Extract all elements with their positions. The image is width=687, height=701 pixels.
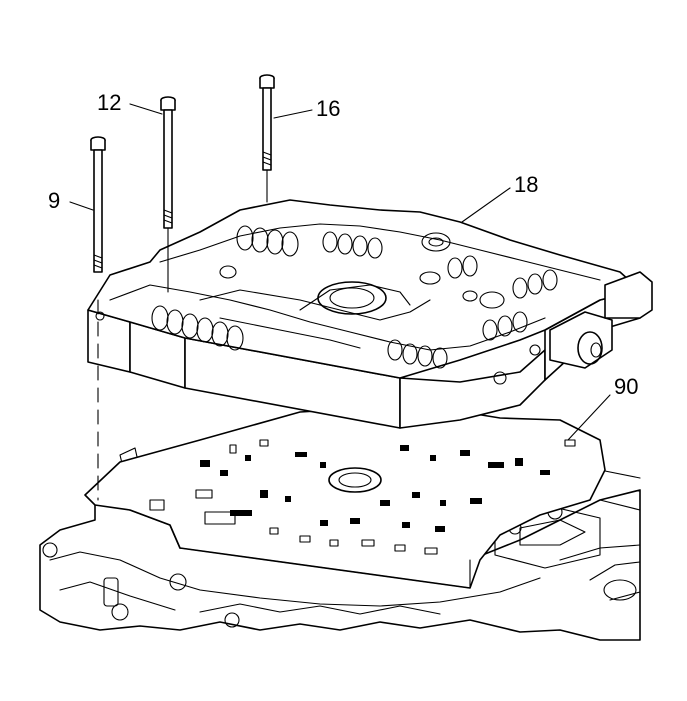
bolt-12	[160, 96, 176, 293]
callout-9: 9	[48, 188, 60, 213]
callout-12: 12	[97, 90, 121, 115]
solenoid	[549, 271, 653, 369]
callout-18: 18	[514, 172, 538, 197]
leader-lines	[69, 103, 611, 441]
bolt-16	[259, 74, 275, 203]
plate-holes	[149, 439, 576, 555]
spacer-plate	[84, 404, 606, 589]
callout-16: 16	[316, 96, 340, 121]
spool-valves	[151, 225, 558, 369]
callout-90: 90	[614, 374, 638, 399]
valve-body	[87, 199, 653, 429]
bolt-9	[90, 136, 106, 501]
